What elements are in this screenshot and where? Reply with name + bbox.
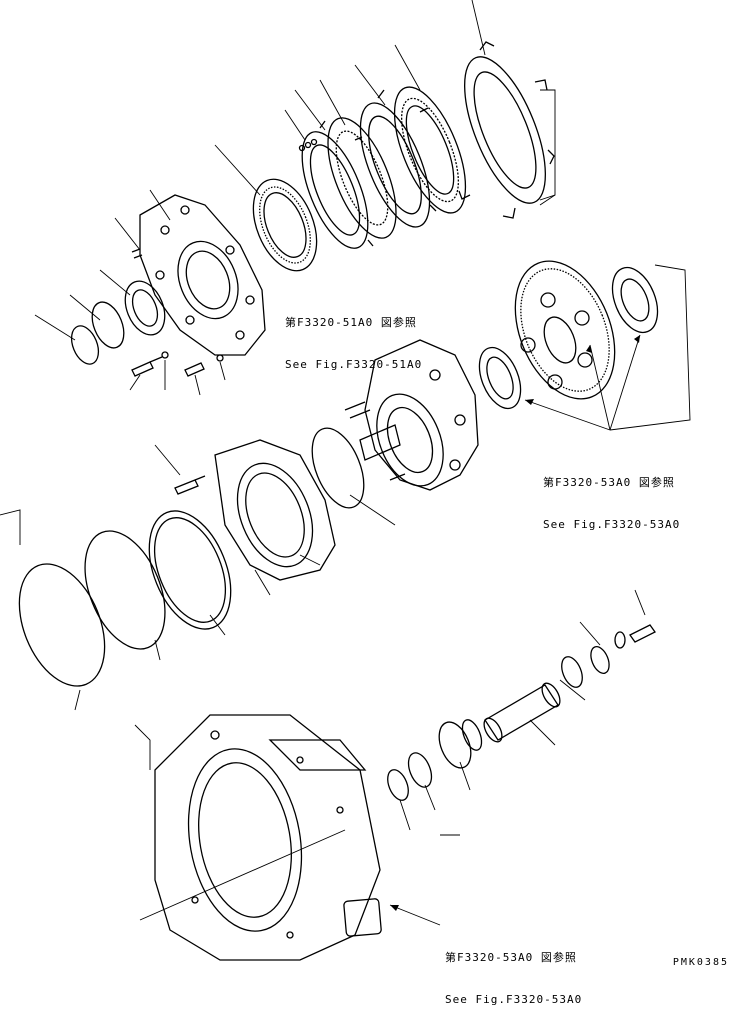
snap-ring-2 [66, 322, 103, 368]
shaft-parts [384, 625, 655, 803]
reference-en-text: See Fig.F3320-51A0 [285, 358, 423, 371]
leader-lines [0, 0, 690, 925]
exploded-parts-diagram [0, 0, 733, 970]
friction-disc-2 [314, 109, 410, 247]
reference-en-text: See Fig.F3320-53A0 [543, 518, 681, 531]
bearing-right [471, 342, 528, 415]
output-gear [496, 246, 633, 413]
reference-jp-text: 第F3320-53A0 図参照 [543, 476, 675, 489]
retainer-housing [175, 440, 335, 580]
separator-plate-2 [289, 121, 382, 257]
seal-ring-2 [3, 551, 121, 698]
spring-pins [300, 140, 317, 151]
clutch-plate-large [448, 42, 562, 218]
arrowheads [390, 335, 640, 911]
reference-note-53a0-bottom: 第F3320-53A0 図参照 See Fig.F3320-53A0 [445, 923, 582, 1021]
transmission-case [155, 715, 382, 960]
bearing-left [118, 275, 172, 340]
snap-ring-1 [86, 298, 130, 353]
ring-gear [241, 170, 329, 280]
reference-note-53a0-right: 第F3320-53A0 図参照 See Fig.F3320-53A0 [543, 448, 680, 546]
seal-ring-1 [69, 519, 180, 660]
reference-note-51a0: 第F3320-51A0 図参照 See Fig.F3320-51A0 [285, 288, 422, 386]
piston [133, 499, 246, 641]
planetary-carrier-assembly [345, 340, 478, 496]
o-ring-mid [302, 421, 374, 515]
reference-jp-text: 第F3320-51A0 図参照 [285, 316, 417, 329]
reference-en-text: See Fig.F3320-53A0 [445, 993, 583, 1006]
friction-disc [380, 78, 480, 222]
bearing-far-right [604, 261, 667, 339]
drawing-code: PMK0385 [672, 957, 729, 968]
bolts-small [132, 249, 223, 376]
carrier-housing [140, 195, 265, 355]
reference-jp-text: 第F3320-53A0 図参照 [445, 951, 577, 964]
